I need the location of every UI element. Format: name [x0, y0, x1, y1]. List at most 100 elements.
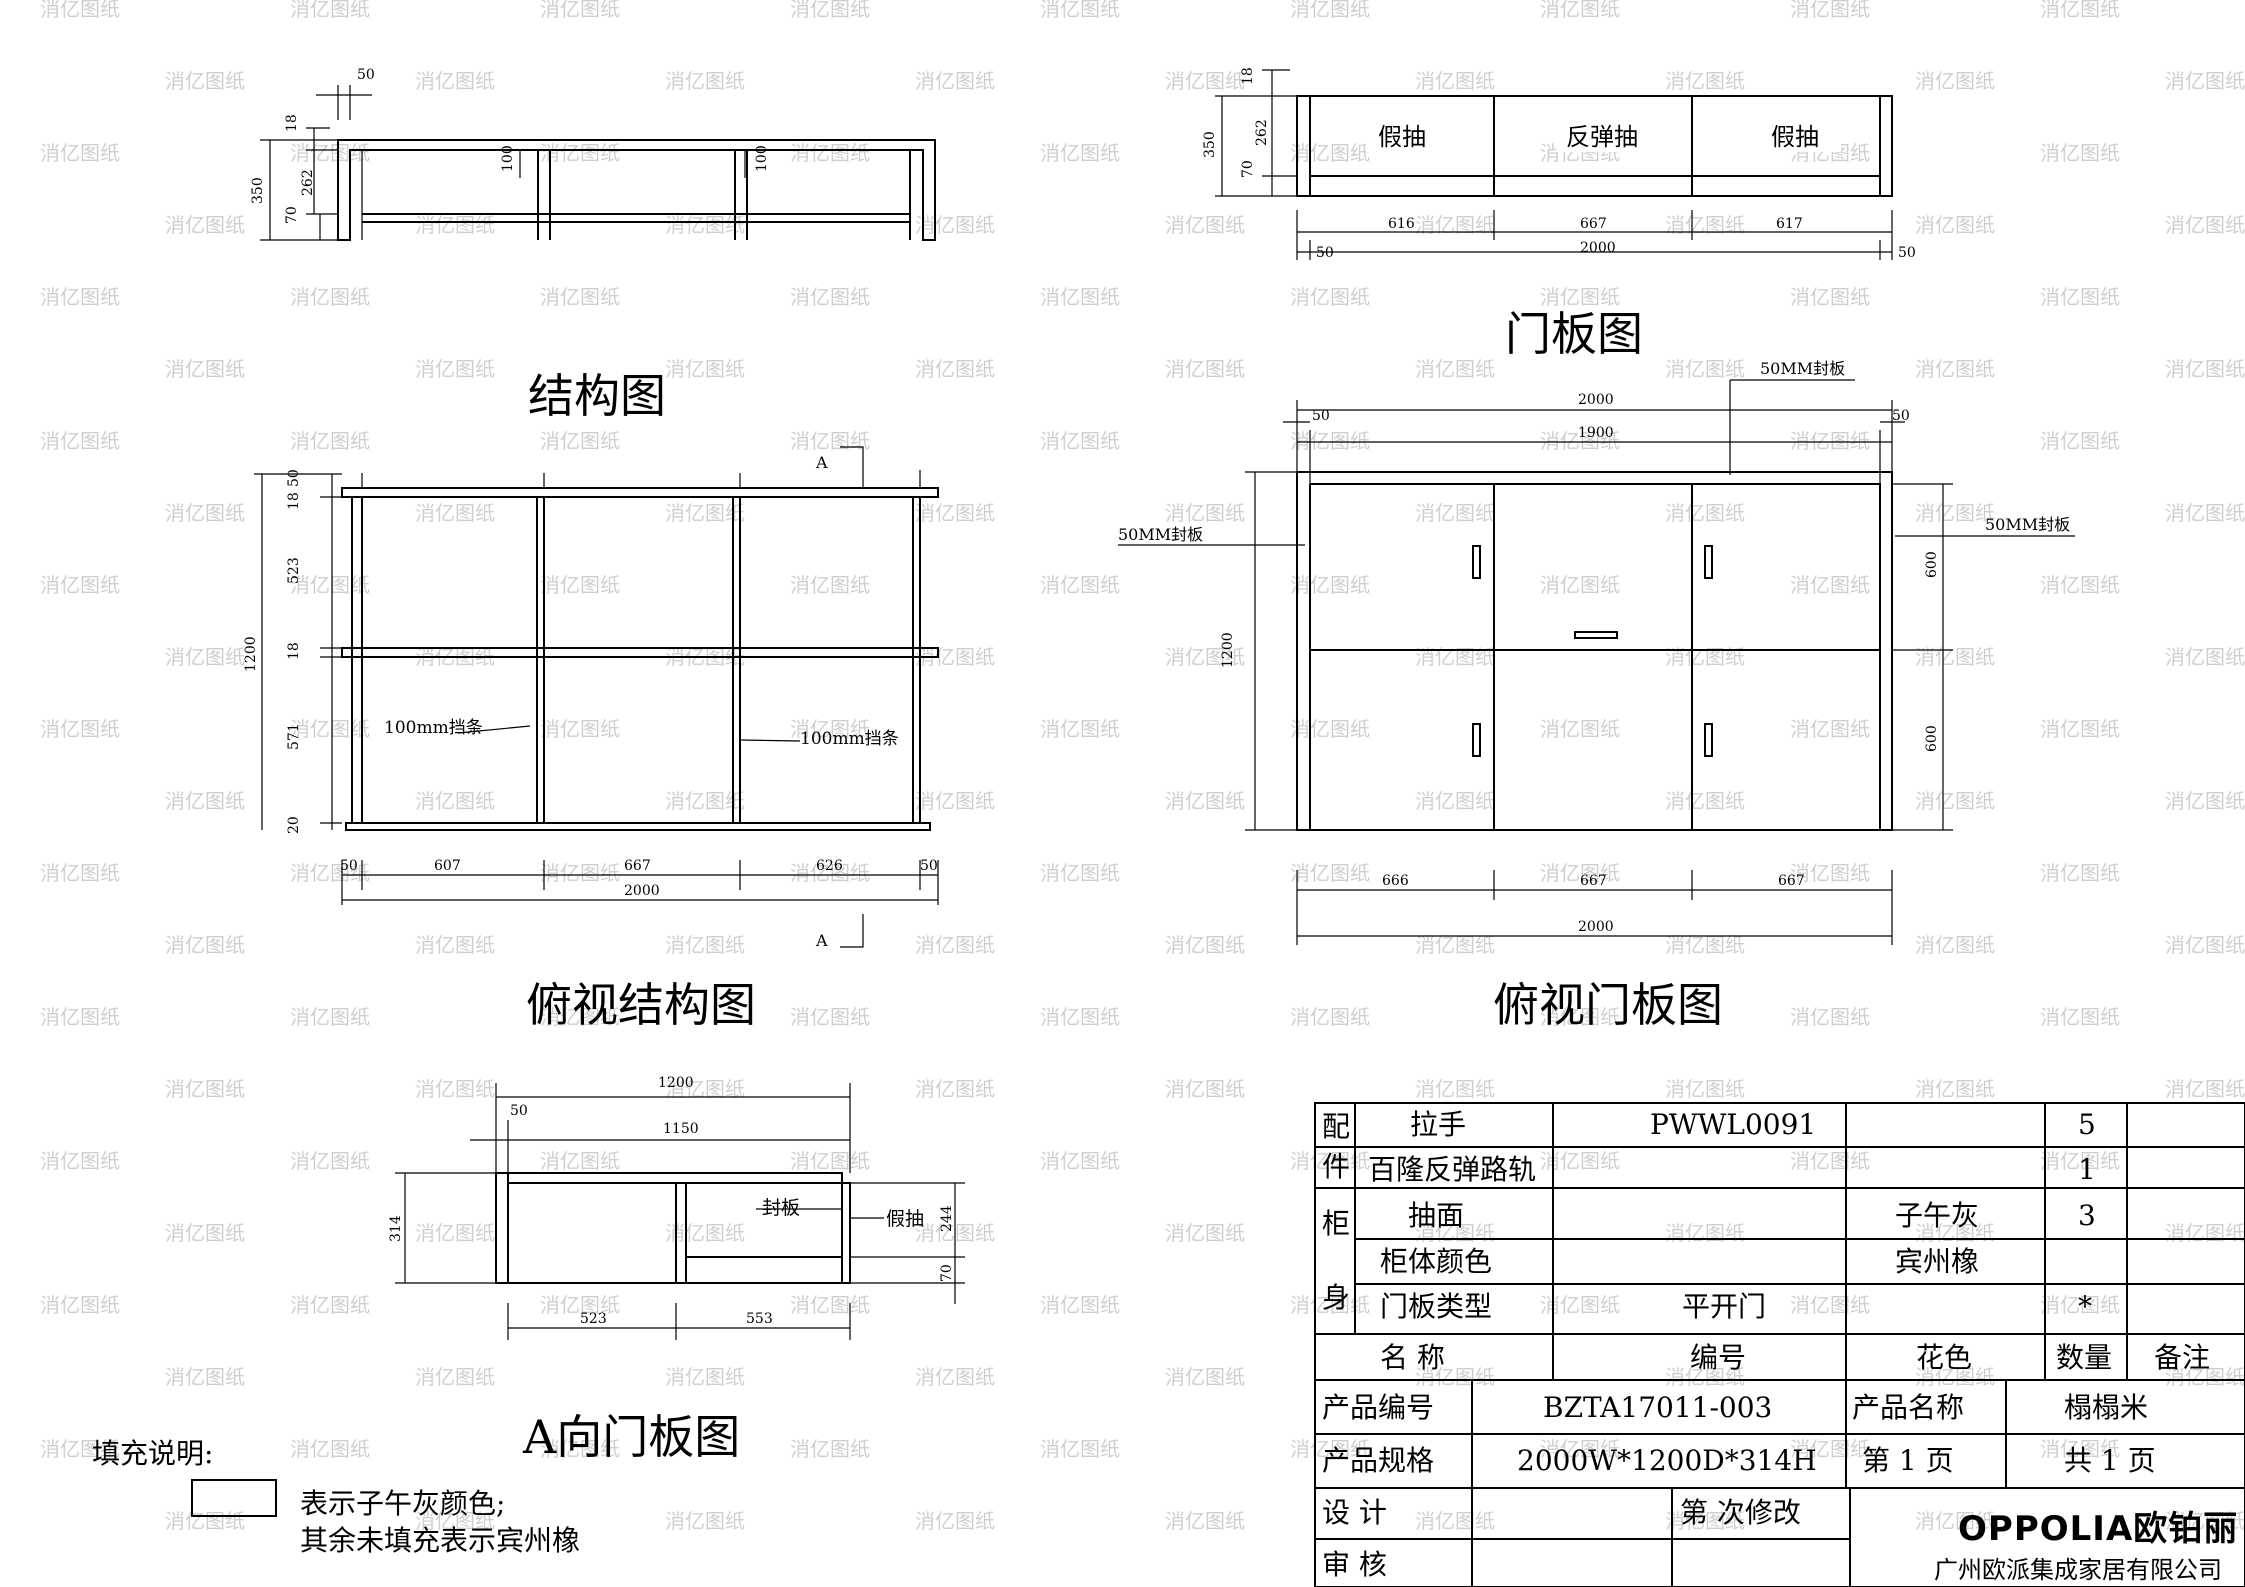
watermark-text: 消亿图纸 — [1165, 933, 1245, 957]
watermark-text: 消亿图纸 — [290, 1149, 370, 1173]
struct-dim-100-right: 100 — [754, 145, 770, 172]
ad-dim-244: 244 — [939, 1205, 955, 1232]
watermark-text: 消亿图纸 — [1415, 1077, 1495, 1101]
watermark-text: 消亿图纸 — [1665, 645, 1745, 669]
ad-dim-523: 523 — [580, 1311, 607, 1327]
watermark-text: 消亿图纸 — [1915, 645, 1995, 669]
watermark-text: 消亿图纸 — [915, 69, 995, 93]
watermark-text: 消亿图纸 — [1415, 357, 1495, 381]
watermark-text: 消亿图纸 — [790, 1437, 870, 1461]
structure-title: 结构图 — [528, 369, 666, 423]
watermark-text: 消亿图纸 — [540, 1293, 620, 1317]
td-dim-2000-bottom: 2000 — [1578, 919, 1614, 935]
a-door-view: 封板 假抽 1200 50 1150 314 244 70 523 553 A向… — [388, 1075, 965, 1464]
watermark-text: 消亿图纸 — [2040, 1293, 2120, 1317]
fill-legend: 填充说明: 表示子午灰颜色; 其余未填充表示宾州橡 — [92, 1437, 580, 1557]
watermark-text: 消亿图纸 — [1915, 1365, 1995, 1389]
watermark-text: 消亿图纸 — [40, 429, 120, 453]
watermark-text: 消亿图纸 — [1290, 141, 1370, 165]
watermark-text: 消亿图纸 — [790, 0, 870, 21]
struct-dim-70: 70 — [284, 206, 300, 224]
watermark-text: 消亿图纸 — [1165, 69, 1245, 93]
door-dim-350: 350 — [1202, 131, 1218, 158]
watermark-text: 消亿图纸 — [1165, 501, 1245, 525]
watermark-text: 消亿图纸 — [1665, 357, 1745, 381]
td-dim-1200: 1200 — [1220, 632, 1236, 668]
watermark-text: 消亿图纸 — [1665, 933, 1745, 957]
section-mark-top: A — [815, 453, 828, 472]
legend-line-1: 表示子午灰颜色; — [300, 1487, 505, 1520]
watermark-text: 消亿图纸 — [1540, 861, 1620, 885]
watermark-text: 消亿图纸 — [1915, 789, 1995, 813]
handle-icon — [1704, 545, 1713, 579]
watermark-text: 消亿图纸 — [2040, 0, 2120, 21]
watermark-text: 消亿图纸 — [915, 1077, 995, 1101]
watermark-text: 消亿图纸 — [1165, 1509, 1245, 1533]
watermark-text: 消亿图纸 — [1290, 573, 1370, 597]
ts-dim-50: 50 — [286, 469, 302, 487]
watermark-text: 消亿图纸 — [540, 861, 620, 885]
watermark-text: 消亿图纸 — [1540, 1437, 1620, 1461]
watermark-text: 消亿图纸 — [165, 357, 245, 381]
header-note: 备注 — [2154, 1341, 2210, 1374]
watermark-text: 消亿图纸 — [790, 861, 870, 885]
watermark-text: 消亿图纸 — [2165, 357, 2245, 381]
struct-dim-18: 18 — [284, 114, 300, 132]
watermark-text: 消亿图纸 — [1415, 69, 1495, 93]
watermark-text: 消亿图纸 — [665, 213, 745, 237]
door-label-rebound: 反弹抽 — [1566, 123, 1638, 151]
spec-value: 2000W*1200D*314H — [1517, 1444, 1817, 1477]
watermark-text: 消亿图纸 — [1290, 1437, 1370, 1461]
watermark-text: 消亿图纸 — [2165, 1221, 2245, 1245]
door-dim-2000: 2000 — [1580, 240, 1616, 256]
watermark-text: 消亿图纸 — [1665, 69, 1745, 93]
door-dim-50-left: 50 — [1316, 245, 1334, 261]
watermark-text: 消亿图纸 — [1165, 1077, 1245, 1101]
handle-icon — [1472, 723, 1481, 757]
watermark-text: 消亿图纸 — [1415, 1509, 1495, 1533]
watermark-text: 消亿图纸 — [790, 285, 870, 309]
watermark-text: 消亿图纸 — [1415, 645, 1495, 669]
watermark-text: 消亿图纸 — [415, 789, 495, 813]
td-dim-600-top: 600 — [1924, 551, 1940, 578]
watermark-text: 消亿图纸 — [1290, 285, 1370, 309]
ad-dim-314: 314 — [388, 1215, 404, 1242]
watermark-text: 消亿图纸 — [40, 1437, 120, 1461]
watermark-text: 消亿图纸 — [415, 1221, 495, 1245]
component-row-name: 百隆反弹路轨 — [1368, 1153, 1536, 1186]
watermark-text: 消亿图纸 — [1040, 285, 1120, 309]
watermark-text: 消亿图纸 — [415, 1365, 495, 1389]
watermark-text: 消亿图纸 — [1040, 0, 1120, 21]
fake-drawer-label: 假抽 — [886, 1208, 924, 1230]
watermark-layer: 消亿图纸消亿图纸消亿图纸消亿图纸消亿图纸消亿图纸消亿图纸消亿图纸消亿图纸消亿图纸… — [40, 0, 2245, 1533]
watermark-text: 消亿图纸 — [2040, 717, 2120, 741]
ad-dim-1200: 1200 — [658, 1075, 694, 1091]
watermark-text: 消亿图纸 — [415, 69, 495, 93]
watermark-text: 消亿图纸 — [1540, 717, 1620, 741]
component-row-color: 子午灰 — [1895, 1199, 1979, 1232]
watermark-text: 消亿图纸 — [165, 789, 245, 813]
watermark-text: 消亿图纸 — [1665, 1221, 1745, 1245]
watermark-text: 消亿图纸 — [2165, 213, 2245, 237]
watermark-text: 消亿图纸 — [1790, 0, 1870, 21]
watermark-text: 消亿图纸 — [1915, 357, 1995, 381]
watermark-text: 消亿图纸 — [40, 0, 120, 21]
td-dim-50-left: 50 — [1312, 408, 1330, 424]
watermark-text: 消亿图纸 — [1790, 1149, 1870, 1173]
watermark-text: 消亿图纸 — [915, 789, 995, 813]
watermark-text: 消亿图纸 — [1040, 429, 1120, 453]
watermark-text: 消亿图纸 — [165, 1509, 245, 1533]
brand-logo: OPPOLIA欧铂丽 — [1958, 1509, 2238, 1549]
watermark-text: 消亿图纸 — [290, 573, 370, 597]
watermark-text: 消亿图纸 — [1915, 1509, 1995, 1533]
seal-label: 封板 — [762, 1197, 800, 1219]
ts-dim-523: 523 — [286, 557, 302, 584]
watermark-text: 消亿图纸 — [40, 1005, 120, 1029]
watermark-text: 消亿图纸 — [1415, 933, 1495, 957]
watermark-text: 消亿图纸 — [1540, 429, 1620, 453]
component-row-name: 门板类型 — [1380, 1290, 1492, 1323]
watermark-text: 消亿图纸 — [40, 1149, 120, 1173]
watermark-text: 消亿图纸 — [665, 933, 745, 957]
edge-band-top: 50MM封板 — [1760, 359, 1845, 378]
